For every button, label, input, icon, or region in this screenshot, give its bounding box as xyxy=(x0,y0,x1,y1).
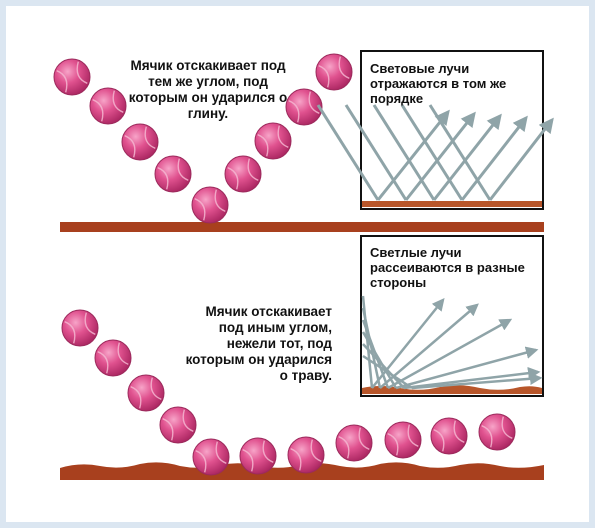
bottom-tennis-ball xyxy=(288,437,324,473)
clay-ground xyxy=(60,222,544,232)
clay-bounce-caption: Мячик отскакивает под тем же углом, под … xyxy=(118,58,298,122)
bottom-tennis-ball xyxy=(128,375,164,411)
bottom-tennis-ball xyxy=(385,422,421,458)
bottom-tennis-ball xyxy=(431,418,467,454)
reflection-caption: Световые лучи отражаются в том же порядк… xyxy=(370,61,540,106)
top-tennis-ball xyxy=(316,54,352,90)
bottom-tennis-ball xyxy=(193,439,229,475)
top-tennis-ball xyxy=(54,59,90,95)
grass-bounce-caption: Мячик отскакивает под иным углом, нежели… xyxy=(180,304,332,384)
top-tennis-ball xyxy=(122,124,158,160)
top-tennis-ball xyxy=(225,156,261,192)
bottom-tennis-ball xyxy=(95,340,131,376)
top-tennis-ball xyxy=(192,187,228,223)
bottom-tennis-ball xyxy=(240,438,276,474)
scattering-caption: Светлые лучи рассеиваются в разные сторо… xyxy=(370,245,540,290)
top-tennis-ball xyxy=(255,123,291,159)
bottom-tennis-ball xyxy=(160,407,196,443)
top-tennis-ball xyxy=(155,156,191,192)
bottom-tennis-ball xyxy=(62,310,98,346)
light-box-top-floor xyxy=(362,201,542,207)
bottom-tennis-ball xyxy=(336,425,372,461)
bottom-tennis-ball xyxy=(479,414,515,450)
